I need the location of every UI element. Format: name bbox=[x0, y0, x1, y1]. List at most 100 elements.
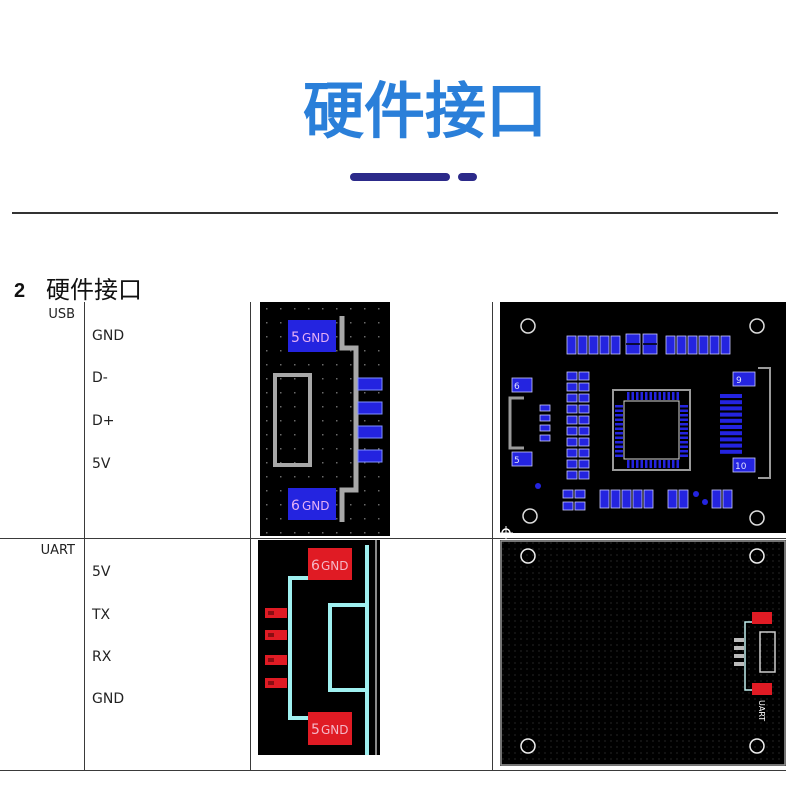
mcu-pin bbox=[615, 436, 623, 439]
smd-pad bbox=[539, 404, 551, 412]
smd-pad bbox=[578, 382, 590, 392]
mcu-pin bbox=[663, 460, 666, 468]
mcu-pin bbox=[680, 409, 688, 412]
signal-pad bbox=[734, 662, 744, 666]
smd-pad bbox=[709, 335, 720, 355]
mcu-pin bbox=[654, 392, 657, 400]
mcu-pin bbox=[615, 409, 623, 412]
pad-marking bbox=[268, 681, 274, 685]
signal-pad bbox=[265, 655, 287, 665]
shield-pad bbox=[752, 683, 772, 695]
pad-net: GND bbox=[321, 723, 349, 737]
mounting-hole bbox=[749, 510, 765, 526]
smd-pad bbox=[711, 489, 722, 509]
mcu-pin bbox=[615, 427, 623, 430]
smd-pad bbox=[667, 489, 678, 509]
connector-body-outline bbox=[759, 631, 776, 673]
mcu-pin bbox=[680, 418, 688, 421]
pad-number: 9 bbox=[736, 376, 742, 386]
mounting-hole bbox=[749, 318, 765, 334]
pad-number: 5 bbox=[311, 722, 320, 738]
mounting-hole bbox=[520, 738, 536, 754]
mcu-pin bbox=[636, 392, 639, 400]
via bbox=[702, 499, 708, 505]
mcu-pin bbox=[645, 392, 648, 400]
shield-pad bbox=[752, 612, 772, 624]
smd-pad bbox=[599, 489, 610, 509]
smd-pad bbox=[610, 489, 621, 509]
header-pad bbox=[720, 425, 742, 429]
mcu-pin bbox=[663, 392, 666, 400]
silkscreen-label: UART bbox=[757, 700, 766, 721]
via bbox=[693, 491, 699, 497]
mcu-body bbox=[623, 400, 680, 460]
pad-number: 6 bbox=[291, 498, 300, 514]
signal-pad bbox=[265, 608, 287, 618]
component-pads bbox=[539, 333, 742, 511]
mcu-pin bbox=[627, 392, 630, 400]
smd-pad bbox=[566, 437, 578, 447]
smd-pad bbox=[599, 335, 610, 355]
header-pad bbox=[720, 406, 742, 411]
main-board-bottom-layer: UART bbox=[500, 540, 786, 766]
mcu-pin bbox=[676, 392, 679, 400]
shield-pad-bottom: 6 GND bbox=[288, 488, 336, 520]
page-title: 硬件接口 bbox=[302, 76, 547, 147]
smd-pad bbox=[578, 459, 590, 469]
smd-pad bbox=[578, 470, 590, 480]
mounting-hole bbox=[520, 548, 536, 564]
uart-pin: GND bbox=[92, 691, 125, 707]
shield-pad-top: 6 GND bbox=[308, 548, 352, 580]
smd-pad bbox=[643, 489, 654, 509]
mcu-pin bbox=[680, 454, 688, 457]
header-pad bbox=[720, 449, 742, 454]
header-pad bbox=[720, 400, 742, 405]
mcu-pin bbox=[640, 392, 643, 400]
smd-pad bbox=[578, 404, 590, 414]
pad-number: 10 bbox=[735, 462, 747, 472]
right-connector-pad-top: 9 bbox=[732, 371, 756, 387]
mcu-pin bbox=[680, 436, 688, 439]
mcu-pin bbox=[658, 392, 661, 400]
mcu-pin bbox=[672, 460, 675, 468]
smd-pad bbox=[566, 459, 578, 469]
interface-name-uart: UART bbox=[40, 543, 75, 558]
signal-pad bbox=[265, 630, 287, 640]
main-board-top-layer: 6 5 9 10 bbox=[500, 302, 786, 533]
mcu-pin bbox=[615, 450, 623, 453]
mcu-pin bbox=[627, 460, 630, 468]
mounting-hole bbox=[520, 318, 536, 334]
mcu-pin bbox=[680, 450, 688, 453]
mcu-pin bbox=[631, 392, 634, 400]
smd-pad bbox=[566, 426, 578, 436]
smd-pad bbox=[578, 415, 590, 425]
mcu-pin bbox=[680, 441, 688, 444]
table-bottom-border bbox=[0, 770, 786, 771]
mcu-pin bbox=[667, 392, 670, 400]
signal-pads bbox=[265, 608, 287, 688]
mcu-pin bbox=[667, 460, 670, 468]
header-pad bbox=[720, 412, 742, 417]
smd-pad bbox=[578, 393, 590, 403]
header-divider bbox=[12, 212, 778, 214]
header-pad bbox=[720, 418, 742, 423]
smd-pad bbox=[539, 414, 551, 422]
mcu-pin bbox=[680, 432, 688, 435]
pad-number: 5 bbox=[291, 330, 300, 346]
shield-pad-top: 5 GND bbox=[288, 320, 336, 352]
smd-pad bbox=[676, 335, 687, 355]
right-connector-pad-bottom: 10 bbox=[732, 457, 756, 473]
usb-pin: 5V bbox=[92, 456, 111, 472]
smd-pad bbox=[578, 426, 590, 436]
via bbox=[535, 483, 541, 489]
table-column-divider bbox=[250, 302, 251, 770]
smd-pad bbox=[566, 335, 577, 355]
uart-pin: RX bbox=[92, 649, 112, 665]
smd-pad bbox=[566, 393, 578, 403]
mcu-pin bbox=[680, 405, 688, 408]
mcu-pin bbox=[615, 414, 623, 417]
pad-number: 6 bbox=[514, 382, 520, 392]
mcu-pin bbox=[680, 427, 688, 430]
mcu-pin bbox=[676, 460, 679, 468]
mcu-pin bbox=[680, 414, 688, 417]
